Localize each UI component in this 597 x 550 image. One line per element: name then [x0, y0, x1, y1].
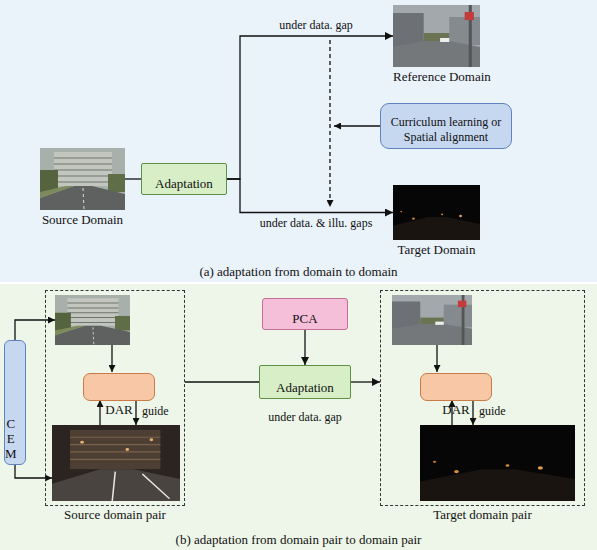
box-label: PCA	[263, 311, 347, 326]
cem-wire	[15, 320, 55, 340]
flow-arrow	[111, 345, 112, 372]
process-box: PCA	[262, 298, 348, 330]
panel-caption: (b) adaptation from domain pair to domai…	[0, 532, 597, 547]
figure-panel: (a) adaptation from domain to domain Sour…	[0, 0, 597, 282]
connector	[227, 36, 393, 179]
reference-image	[393, 5, 480, 67]
panel-ground	[0, 0, 597, 282]
domain-image: Reference Domain	[393, 5, 480, 67]
guide-arrow	[472, 400, 473, 425]
connectors	[125, 36, 393, 382]
arrow-label: guide	[140, 404, 171, 418]
source-image	[55, 295, 130, 345]
edge-label: under data. & illu. gaps	[258, 216, 375, 230]
process-box: Adaptation	[141, 163, 227, 195]
reference-image	[392, 295, 472, 345]
guide-arrow	[334, 125, 386, 126]
box-label: Curriculum learning or Spatial alignment	[381, 115, 511, 145]
domain-image: Source Domain	[40, 148, 125, 210]
process-box: DAR	[420, 373, 492, 401]
flow-arrow	[451, 400, 452, 425]
guide-arrow	[135, 400, 136, 425]
domain-pair-frame: Target domain pairDAR	[380, 290, 585, 506]
process-box: Curriculum learning or Spatial alignment	[380, 103, 512, 149]
cem-wire	[15, 465, 52, 478]
connector	[185, 381, 259, 382]
flow-arrow	[99, 400, 100, 425]
connector	[351, 381, 380, 382]
box-label: Adaptation	[260, 380, 350, 395]
connector	[304, 330, 305, 365]
arrow-label: guide	[477, 404, 508, 418]
process-box: DAR	[83, 373, 155, 401]
edge-label: under data. gap	[277, 18, 355, 32]
flow-arrow	[436, 345, 437, 372]
process-box: Adaptation	[259, 365, 351, 399]
panel-ground	[0, 284, 597, 550]
domain-pair-frame: Source domain pairDAR	[45, 290, 185, 506]
target-image	[393, 185, 480, 240]
box-label: C E M	[5, 416, 17, 461]
note-label: under data. gap	[266, 410, 344, 424]
connector	[125, 178, 141, 179]
module-box: C E M	[4, 340, 26, 465]
source-image	[40, 148, 125, 210]
domain-image: Target Domain	[393, 185, 480, 240]
target-image	[420, 425, 575, 501]
connector	[227, 179, 393, 213]
translated-image	[52, 425, 180, 501]
box-label: Adaptation	[142, 176, 226, 191]
panel-caption: (a) adaptation from domain to domain	[0, 264, 597, 279]
dashed-arrow	[329, 40, 330, 207]
